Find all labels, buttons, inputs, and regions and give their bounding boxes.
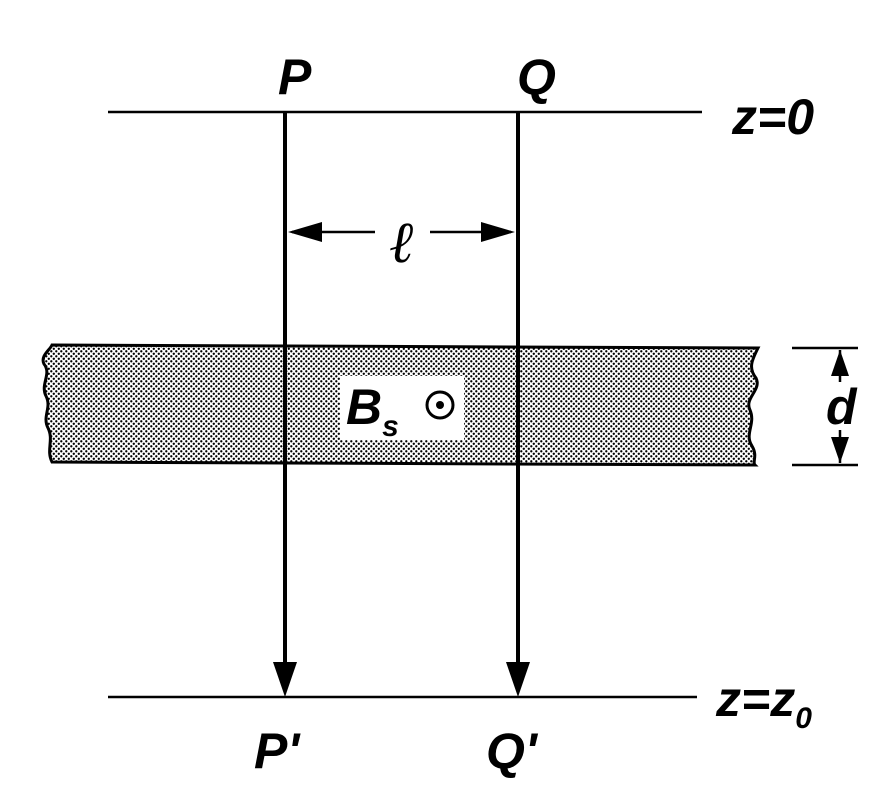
path-q-arrowhead: [506, 662, 530, 697]
point-p-label: P: [278, 49, 312, 105]
plane-zz0-label: z=z0: [715, 671, 812, 735]
point-q-prime-label: Q': [486, 723, 539, 779]
out-of-page-dot: [436, 401, 444, 409]
point-p-prime-label: P': [254, 723, 301, 779]
field-label: Bs: [346, 379, 399, 443]
d-label: d: [826, 379, 858, 435]
ell-left-arrowhead: [288, 222, 322, 242]
d-bottom-arrowhead: [831, 437, 849, 463]
ell-label: ℓ: [389, 210, 413, 275]
point-q-label: Q: [517, 49, 556, 105]
ell-right-arrowhead: [481, 222, 515, 242]
path-p-arrowhead: [273, 662, 297, 697]
plane-z0-label: z=0: [731, 89, 814, 145]
d-label-mask: [822, 382, 862, 430]
d-top-arrowhead: [831, 350, 849, 376]
